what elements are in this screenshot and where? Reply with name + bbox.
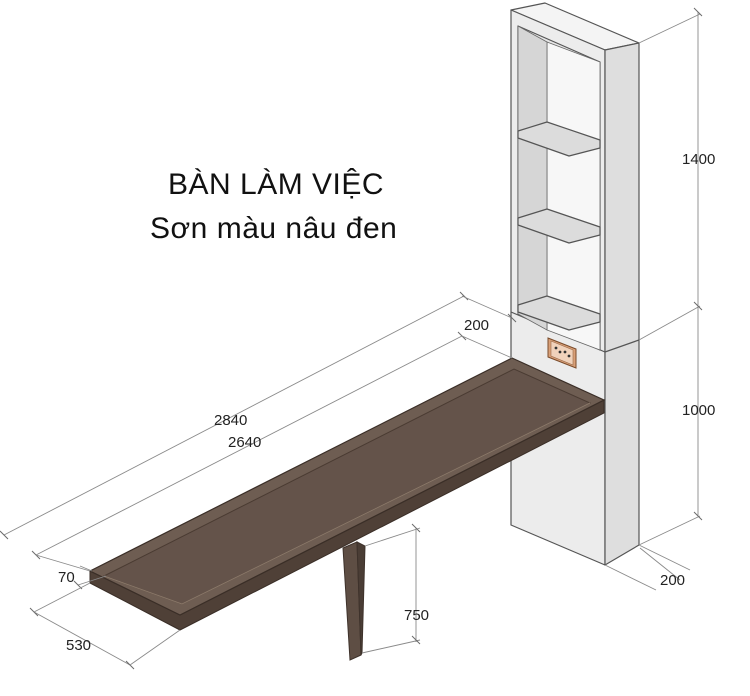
cabinet-side bbox=[604, 42, 640, 566]
dim-leg-height: 750 bbox=[404, 607, 429, 624]
power-socket bbox=[547, 337, 577, 369]
cabinet bbox=[510, 2, 640, 566]
title-line-2: Sơn màu nâu đen bbox=[150, 212, 397, 245]
shelf-board-3 bbox=[517, 295, 601, 331]
shelf-board-1 bbox=[517, 121, 601, 157]
dim-cabinet-upper-height: 1400 bbox=[682, 151, 715, 168]
dim-desk-depth: 530 bbox=[66, 637, 91, 654]
shelf-board-2 bbox=[517, 208, 601, 244]
dim-shelf-depth: 200 bbox=[464, 317, 489, 334]
dim-cabinet-base-depth: 200 bbox=[660, 572, 685, 589]
shelf-inner-wall bbox=[517, 25, 548, 331]
desk-top bbox=[88, 357, 606, 631]
dim-inner-length: 2640 bbox=[228, 434, 261, 451]
dimension-lines bbox=[0, 7, 703, 670]
dim-overall-length: 2840 bbox=[214, 412, 247, 429]
title-line-1: BÀN LÀM VIỆC bbox=[168, 168, 384, 201]
dim-lip-width: 70 bbox=[58, 569, 75, 586]
dim-cabinet-lower-height: 1000 bbox=[682, 402, 715, 419]
desk-leg bbox=[342, 541, 366, 661]
